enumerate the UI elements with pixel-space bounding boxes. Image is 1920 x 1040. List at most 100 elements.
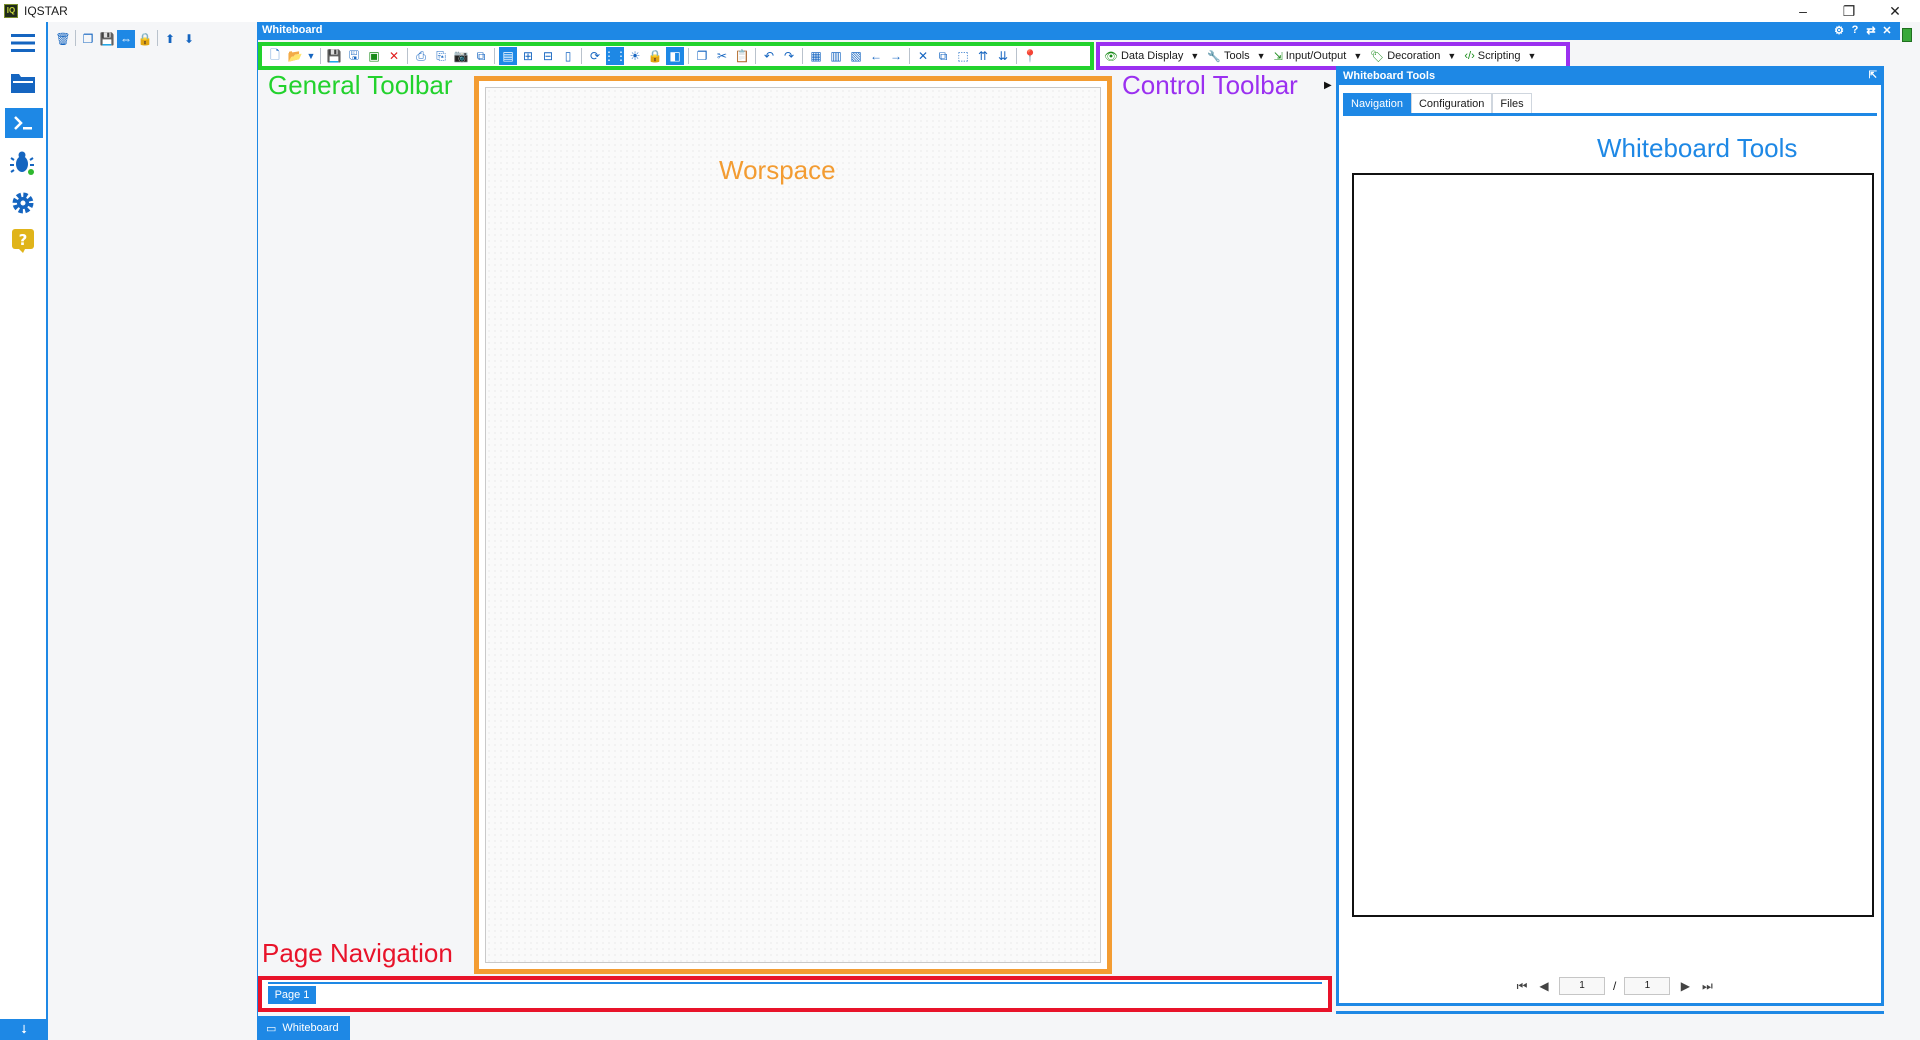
app-title: IQSTAR [24, 4, 68, 18]
copy-icon[interactable]: ❐ [696, 49, 708, 63]
export-pdf-icon[interactable]: ⎘ [436, 48, 446, 63]
prev-page-icon[interactable]: ◀ [1539, 979, 1549, 993]
duplicate-icon[interactable]: ⧉ [938, 48, 948, 63]
app-logo-icon: IQ [4, 4, 18, 18]
page-info-icon[interactable]: ▯ [564, 49, 572, 63]
page-layout-icon[interactable]: ▤ [499, 47, 517, 65]
eye-icon: 👁 [1104, 50, 1118, 63]
page-tab[interactable]: Page 1 [268, 986, 316, 1004]
general-toolbar-annotation: General Toolbar [268, 70, 453, 100]
battery-status-icon [1902, 28, 1912, 42]
link-icon[interactable]: ⇔ [117, 30, 135, 48]
undo-icon[interactable]: ↶ [763, 49, 775, 63]
chevron-down-icon: ▼ [1527, 51, 1537, 61]
brightness-icon[interactable]: ☀ [629, 49, 641, 63]
title-bar: IQ IQSTAR – ❐ ✕ [0, 0, 1920, 22]
send-backward-icon[interactable]: ⇊ [997, 49, 1009, 63]
help-icon[interactable]: ? [8, 226, 38, 256]
refresh-icon[interactable]: ⟳ [589, 49, 601, 63]
hamburger-menu-icon[interactable] [8, 28, 38, 58]
input-output-dropdown[interactable]: ⇲ Input/Output ▼ [1273, 50, 1363, 63]
current-page-field[interactable]: 1 [1559, 977, 1605, 995]
close-file-icon[interactable]: ✕ [388, 49, 400, 63]
lock-icon[interactable]: 🔒 [137, 32, 153, 46]
print-icon[interactable]: ⎙ [416, 48, 426, 63]
debug-bug-icon[interactable] [8, 148, 38, 178]
save-all-icon[interactable]: ▣ [368, 49, 380, 63]
chevron-down-icon: ▼ [1190, 51, 1200, 61]
page-navigation: Page 1 [258, 976, 1332, 1012]
tab-navigation[interactable]: Navigation [1343, 93, 1411, 114]
lock-icon[interactable]: 🔒 [647, 49, 663, 63]
restore-button[interactable]: ❐ [1842, 2, 1856, 19]
minimize-button[interactable]: – [1799, 3, 1807, 19]
settings-gear-icon[interactable] [8, 188, 38, 218]
arrow-right-icon[interactable]: → [890, 49, 902, 63]
camera-icon[interactable]: 📷 [453, 49, 469, 63]
input-output-icon: ⇲ [1273, 50, 1283, 63]
remove-page-icon[interactable]: ⊟ [542, 49, 554, 63]
decoration-dropdown[interactable]: 🏷 Decoration ▼ [1370, 50, 1457, 63]
data-display-dropdown[interactable]: 👁 Data Display ▼ [1104, 50, 1200, 63]
left-nav-rail: ? [0, 22, 48, 1040]
tools-dropdown[interactable]: 🔧 Tools ▼ [1207, 50, 1266, 63]
delete-icon[interactable]: 🗑 [55, 32, 71, 46]
copy-icon[interactable]: ❐ [82, 32, 94, 46]
tab-configuration[interactable]: Configuration [1410, 93, 1493, 114]
calendar-edit-icon[interactable]: ▧ [850, 49, 862, 63]
last-page-icon[interactable]: ⏭ [1701, 978, 1713, 993]
delete-x-icon[interactable]: ✕ [917, 49, 929, 63]
first-page-icon[interactable]: ⏮ [1516, 978, 1528, 993]
add-page-icon[interactable]: ⊞ [522, 49, 534, 63]
explorer-panel: 🗑 ❐ 💾 ⇔ 🔒 ⬆ ⬇ [48, 22, 258, 1040]
arrow-left-icon[interactable]: ← [870, 49, 882, 63]
select-area-icon[interactable]: ⬚ [957, 49, 969, 63]
open-folder-icon[interactable]: 📂 [287, 49, 303, 63]
new-file-icon[interactable]: 🗋 [270, 47, 280, 62]
header-close-icon[interactable]: ✕ [1882, 24, 1892, 37]
navigation-preview-box[interactable] [1352, 173, 1874, 917]
document-tab[interactable]: ▭ Whiteboard [258, 1016, 350, 1040]
page-navigation-annotation: Page Navigation [262, 938, 453, 968]
tools-bottom-divider [1336, 1011, 1884, 1014]
tools-panel-title: Whiteboard Tools [1343, 70, 1436, 82]
save-icon[interactable]: 💾 [99, 32, 115, 46]
terminal-icon[interactable] [5, 108, 43, 138]
whiteboard-header: Whiteboard ⚙ ? ⇄ ✕ [258, 22, 1900, 40]
header-help-icon[interactable]: ? [1851, 24, 1859, 36]
whiteboard-tools-annotation: Whiteboard Tools [1597, 133, 1798, 163]
panel-toggle-icon[interactable]: ◧ [666, 47, 684, 65]
tools-tabs: Navigation Configuration Files [1343, 93, 1532, 114]
chevron-down-icon: ▼ [1447, 51, 1457, 61]
workspace[interactable]: Worspace [474, 76, 1112, 974]
code-icon: ‹/› [1464, 50, 1475, 62]
grid-icon[interactable]: ⋮⋮ [603, 47, 627, 65]
calendar-add-icon[interactable]: ▦ [810, 49, 822, 63]
next-page-icon[interactable]: ▶ [1680, 979, 1690, 993]
whiteboard-tools-panel: Whiteboard Tools ⇱ Navigation Configurat… [1336, 66, 1884, 1006]
header-swap-icon[interactable]: ⇄ [1866, 24, 1876, 37]
project-explorer-icon[interactable] [8, 68, 38, 98]
location-pin-icon[interactable]: 📍 [1022, 49, 1038, 63]
pin-icon[interactable]: ⭣ [0, 1019, 48, 1040]
tab-files[interactable]: Files [1492, 93, 1532, 114]
calendar-remove-icon[interactable]: ▥ [830, 49, 842, 63]
header-settings-icon[interactable]: ⚙ [1834, 24, 1844, 37]
control-toolbar: 👁 Data Display ▼ 🔧 Tools ▼ ⇲ Input/Outpu… [1096, 42, 1570, 70]
arrow-up-icon[interactable]: ⬆ [164, 32, 176, 46]
workspace-canvas[interactable] [485, 87, 1101, 963]
chevron-down-icon[interactable]: ▼ [306, 51, 316, 61]
paste-icon[interactable]: 📋 [734, 49, 750, 63]
close-button[interactable]: ✕ [1889, 2, 1901, 19]
screenshot-icon[interactable]: ⧉ [476, 48, 486, 63]
cut-icon[interactable]: ✂ [716, 49, 728, 63]
redo-icon[interactable]: ↷ [783, 49, 795, 63]
tools-pin-icon[interactable]: ⇱ [1868, 70, 1877, 81]
arrow-down-icon[interactable]: ⬇ [183, 32, 195, 46]
save-as-icon[interactable]: 🖫 [348, 47, 360, 62]
bring-forward-icon[interactable]: ⇈ [977, 49, 989, 63]
scripting-dropdown[interactable]: ‹/› Scripting ▼ [1464, 50, 1537, 62]
save-icon[interactable]: 💾 [326, 49, 342, 63]
collapse-arrow-icon[interactable]: ▶ [1324, 80, 1332, 91]
workspace-annotation: Worspace [719, 155, 836, 185]
